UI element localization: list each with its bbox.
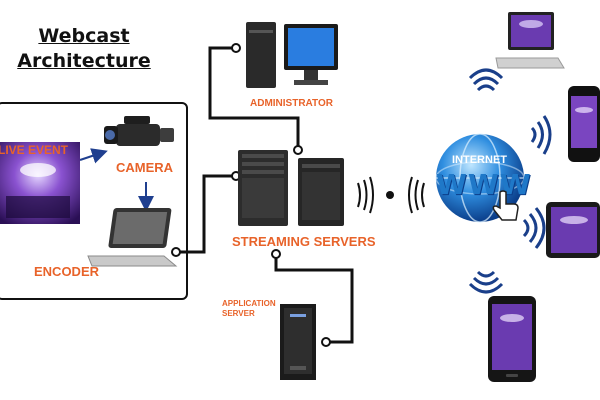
wireless-signal-icon bbox=[468, 68, 552, 294]
label-internet: INTERNET bbox=[452, 154, 507, 166]
line-appserver-to-servers bbox=[274, 254, 354, 344]
video-camera-icon bbox=[104, 116, 174, 146]
label-live-event: LIVE EVENT bbox=[0, 143, 69, 157]
label-application: APPLICATION bbox=[222, 299, 276, 308]
label-encoder: ENCODER bbox=[34, 264, 100, 279]
server-tower-icon bbox=[280, 304, 316, 380]
hand-pointer-icon bbox=[492, 190, 519, 221]
diagram-title: Webcast Architecture bbox=[14, 24, 154, 74]
live-event-enclosure bbox=[0, 102, 188, 300]
label-administrator: ADMINISTRATOR bbox=[250, 98, 333, 109]
laptop-icon bbox=[495, 12, 565, 69]
arrow-event-to-camera bbox=[79, 148, 108, 164]
tablet-icon bbox=[546, 202, 600, 258]
line-admin-to-servers bbox=[208, 46, 300, 150]
label-server: SERVER bbox=[222, 309, 255, 318]
title-line-1: Webcast bbox=[38, 25, 130, 47]
smartphone-icon bbox=[488, 296, 536, 382]
smartphone-icon bbox=[568, 86, 600, 162]
line-encoder-to-servers bbox=[176, 174, 236, 254]
laptop-icon bbox=[87, 208, 178, 267]
label-www: WWW bbox=[436, 168, 532, 201]
live-event-stage-image bbox=[0, 142, 80, 224]
title-line-2: Architecture bbox=[17, 50, 151, 72]
desktop-computer-icon bbox=[246, 22, 338, 88]
server-tower-icon bbox=[238, 150, 344, 226]
wireless-signal-icon bbox=[357, 176, 425, 214]
label-camera: CAMERA bbox=[116, 160, 174, 175]
label-streaming-servers: STREAMING SERVERS bbox=[232, 234, 376, 249]
